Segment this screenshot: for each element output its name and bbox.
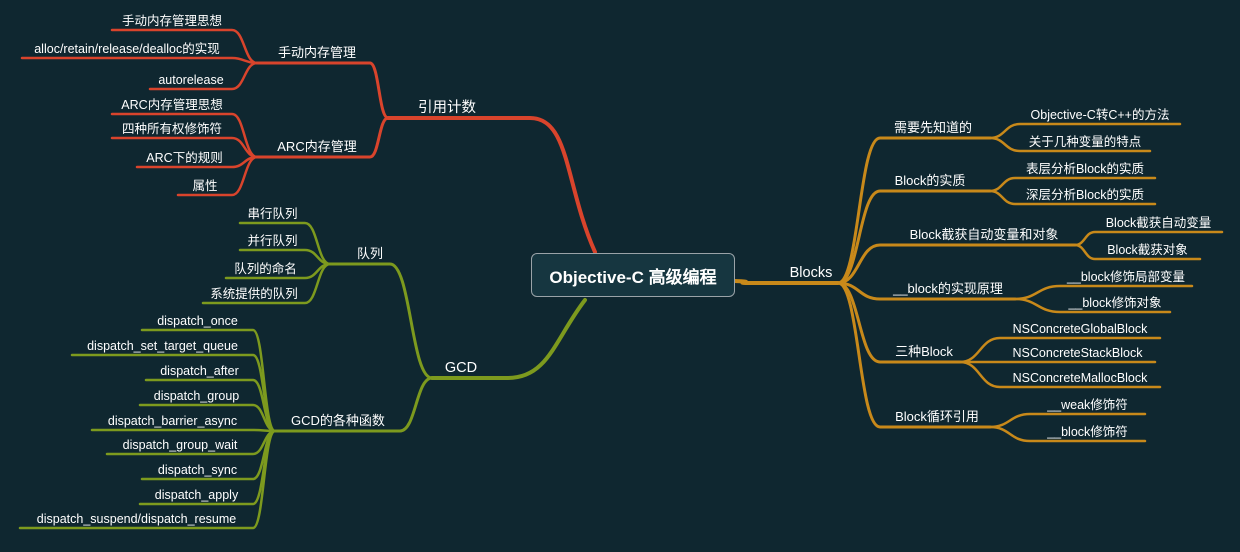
branch-link-gcd xyxy=(430,298,587,380)
sub-link-blocks-2 xyxy=(836,243,1077,285)
sub-label-blocks-4[interactable]: 三种Block xyxy=(895,344,953,359)
leaf-label-blocks-2-1[interactable]: Block截获对象 xyxy=(1107,243,1188,257)
leaf-label-gcd-1-6[interactable]: dispatch_sync xyxy=(158,463,237,477)
sub-label-blocks-2[interactable]: Block截获自动变量和对象 xyxy=(910,227,1059,242)
leaf-label-gcd-1-5[interactable]: dispatch_group_wait xyxy=(123,438,238,452)
sub-link-gcd-1 xyxy=(273,376,434,433)
leaf-label-ref-0-2[interactable]: autorelease xyxy=(158,73,223,87)
leaf-label-gcd-0-2[interactable]: 队列的命名 xyxy=(234,261,297,276)
sub-link-blocks-5 xyxy=(836,281,992,429)
leaf-link-gcd-1-8 xyxy=(18,429,277,530)
sub-link-blocks-0 xyxy=(836,136,992,285)
leaf-label-gcd-1-8[interactable]: dispatch_suspend/dispatch_resume xyxy=(37,512,236,526)
label-layer: 引用计数 手动内存管理 手动内存管理思想 alloc/retain/release/d… xyxy=(34,13,1211,526)
branch-label-gcd[interactable]: GCD xyxy=(445,360,477,376)
leaf-label-blocks-2-0[interactable]: Block截获自动变量 xyxy=(1106,215,1212,230)
leaf-label-ref-0-0[interactable]: 手动内存管理思想 xyxy=(122,13,222,28)
leaf-link-ref-0-2 xyxy=(148,61,259,91)
leaf-label-blocks-4-2[interactable]: NSConcreteMallocBlock xyxy=(1013,371,1149,385)
leaf-link-blocks-0-1 xyxy=(988,136,1152,153)
leaf-label-gcd-1-4[interactable]: dispatch_barrier_async xyxy=(108,414,237,428)
branch-link-blocks xyxy=(733,279,840,285)
sub-link-ref-1 xyxy=(255,116,390,159)
sub-label-blocks-3[interactable]: __block的实现原理 xyxy=(892,281,1003,296)
leaf-label-blocks-3-0[interactable]: __block修饰局部变量 xyxy=(1066,269,1185,284)
leaf-label-gcd-0-3[interactable]: 系统提供的队列 xyxy=(210,286,298,301)
leaf-label-gcd-0-0[interactable]: 串行队列 xyxy=(247,206,297,221)
branch-label-ref[interactable]: 引用计数 xyxy=(418,99,476,116)
leaf-label-gcd-0-1[interactable]: 并行队列 xyxy=(247,233,297,248)
sub-link-blocks-1 xyxy=(836,189,992,285)
leaf-label-blocks-5-0[interactable]: __weak修饰符 xyxy=(1046,397,1128,412)
root-node[interactable]: Objective-C 高级编程 xyxy=(531,253,735,297)
link-layer xyxy=(18,28,1224,530)
sub-label-ref-1[interactable]: ARC内存管理 xyxy=(277,139,356,154)
leaf-label-blocks-0-0[interactable]: Objective-C转C++的方法 xyxy=(1031,107,1170,122)
sub-label-gcd-1[interactable]: GCD的各种函数 xyxy=(291,413,385,428)
leaf-link-ref-0-1 xyxy=(20,56,259,65)
leaf-label-gcd-1-2[interactable]: dispatch_after xyxy=(160,364,239,378)
leaf-label-gcd-1-0[interactable]: dispatch_once xyxy=(157,314,238,328)
sub-label-gcd-0[interactable]: 队列 xyxy=(357,246,383,261)
sub-label-blocks-0[interactable]: 需要先知道的 xyxy=(894,120,972,135)
leaf-link-blocks-4-2 xyxy=(958,360,1162,389)
leaf-link-gcd-1-4 xyxy=(90,428,277,433)
leaf-label-ref-1-2[interactable]: ARC下的规则 xyxy=(146,150,222,165)
leaf-label-blocks-4-0[interactable]: NSConcreteGlobalBlock xyxy=(1013,322,1149,336)
branch-link-ref xyxy=(386,116,597,254)
leaf-label-blocks-5-1[interactable]: __block修饰符 xyxy=(1046,424,1128,439)
leaf-label-blocks-1-1[interactable]: 深层分析Block的实质 xyxy=(1026,187,1144,202)
leaf-label-ref-1-1[interactable]: 四种所有权修饰符 xyxy=(122,121,222,136)
leaf-label-blocks-1-0[interactable]: 表层分析Block的实质 xyxy=(1026,161,1144,176)
leaf-link-blocks-3-1 xyxy=(1013,297,1172,314)
leaf-link-ref-1-3 xyxy=(176,155,259,197)
leaf-link-blocks-1-1 xyxy=(988,189,1157,206)
leaf-label-blocks-4-1[interactable]: NSConcreteStackBlock xyxy=(1013,346,1144,360)
sub-label-blocks-5[interactable]: Block循环引用 xyxy=(895,409,979,424)
leaf-label-gcd-1-7[interactable]: dispatch_apply xyxy=(155,488,239,502)
leaf-label-gcd-1-1[interactable]: dispatch_set_target_queue xyxy=(87,339,238,353)
leaf-label-ref-0-1[interactable]: alloc/retain/release/dealloc的实现 xyxy=(34,41,220,56)
sub-link-ref-0 xyxy=(255,61,390,120)
leaf-label-ref-1-3[interactable]: 属性 xyxy=(192,179,217,193)
leaf-link-blocks-2-1 xyxy=(1073,243,1202,261)
sub-link-gcd-0 xyxy=(328,262,434,380)
branch-label-blocks[interactable]: Blocks xyxy=(790,265,833,281)
leaf-link-blocks-5-1 xyxy=(988,425,1147,443)
leaf-label-blocks-3-1[interactable]: __block修饰对象 xyxy=(1067,295,1161,310)
sub-label-blocks-1[interactable]: Block的实质 xyxy=(895,173,966,188)
leaf-label-gcd-1-3[interactable]: dispatch_group xyxy=(154,389,240,403)
sub-label-ref-0[interactable]: 手动内存管理 xyxy=(278,45,356,60)
leaf-label-ref-1-0[interactable]: ARC内存管理思想 xyxy=(121,97,222,112)
leaf-label-blocks-0-1[interactable]: 关于几种变量的特点 xyxy=(1029,134,1142,149)
leaf-link-gcd-0-3 xyxy=(201,262,332,305)
